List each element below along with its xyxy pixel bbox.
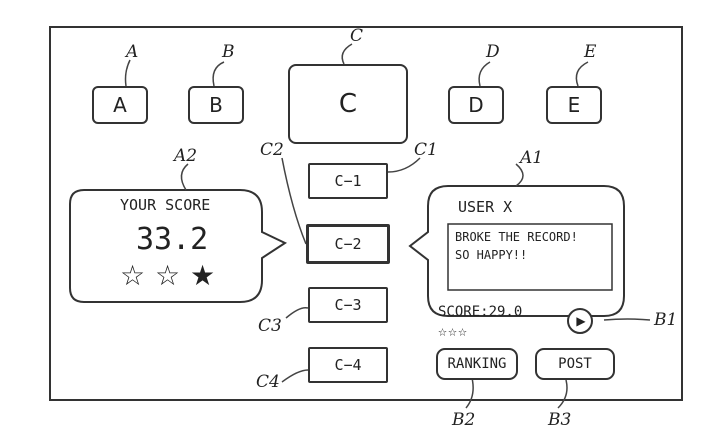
star-empty-icon: ☆: [120, 259, 146, 292]
ref-label-c4: C4: [256, 372, 280, 392]
leader-a1: [515, 163, 524, 187]
star-empty-icon: ☆: [155, 259, 181, 292]
ref-label-d: D: [486, 42, 500, 62]
leader-a2: [180, 163, 189, 191]
screen-frame: [49, 26, 683, 401]
button-e[interactable]: E: [546, 86, 602, 124]
ref-label-c: C: [350, 26, 364, 46]
button-c[interactable]: C: [288, 64, 408, 144]
message-line-1: BROKE THE RECORD!: [455, 230, 578, 244]
ref-label-a1: A1: [520, 148, 544, 168]
ref-label-b3: B3: [548, 410, 572, 430]
message-line-2: SO HAPPY!!: [455, 248, 528, 262]
sub-item-c2[interactable]: C−2: [306, 224, 390, 264]
leader-c2: [281, 157, 307, 245]
leader-c1: [387, 157, 421, 173]
ref-label-c3: C3: [258, 316, 282, 336]
sub-item-c4[interactable]: C−4: [308, 347, 388, 383]
score-title: YOUR SCORE: [120, 196, 211, 214]
button-a[interactable]: A: [92, 86, 148, 124]
ref-label-b: B: [222, 42, 235, 62]
ref-label-e: E: [584, 42, 597, 62]
leader-c: [341, 43, 353, 65]
leader-a: [124, 59, 131, 87]
ref-label-c1: C1: [414, 140, 438, 160]
ref-label-a: A: [126, 42, 139, 62]
button-b[interactable]: B: [188, 86, 244, 124]
post-button[interactable]: POST: [558, 356, 592, 372]
leader-b: [212, 61, 225, 87]
post-button-frame: [535, 348, 615, 380]
ranking-button[interactable]: RANKING: [447, 356, 507, 372]
sub-item-c3[interactable]: C−3: [308, 287, 388, 323]
play-circle: [567, 308, 593, 334]
score-line: SCORE:29.0: [438, 304, 523, 320]
score-stars: ☆☆☆: [438, 322, 469, 340]
leader-b2: [465, 377, 474, 409]
leader-d: [478, 61, 491, 87]
ranking-button-frame: [436, 348, 518, 380]
score-value: 33.2: [136, 222, 209, 257]
message-box-frame: [447, 223, 613, 291]
ref-label-c2: C2: [260, 140, 284, 160]
ref-label-b2: B2: [452, 410, 476, 430]
leader-e: [575, 61, 589, 87]
user-name: USER X: [458, 198, 513, 216]
ref-label-a2: A2: [174, 146, 198, 166]
leader-b3: [557, 379, 568, 409]
score-callout-bubble: [69, 189, 288, 303]
leader-c3: [285, 306, 309, 319]
sub-item-c1[interactable]: C−1: [308, 163, 388, 199]
leader-b1: [603, 318, 651, 321]
leader-c4: [281, 369, 309, 383]
button-d[interactable]: D: [448, 86, 504, 124]
star-filled-icon: ★: [190, 259, 216, 292]
play-icon[interactable]: ▶: [576, 314, 586, 328]
ref-label-b1: B1: [654, 310, 678, 330]
